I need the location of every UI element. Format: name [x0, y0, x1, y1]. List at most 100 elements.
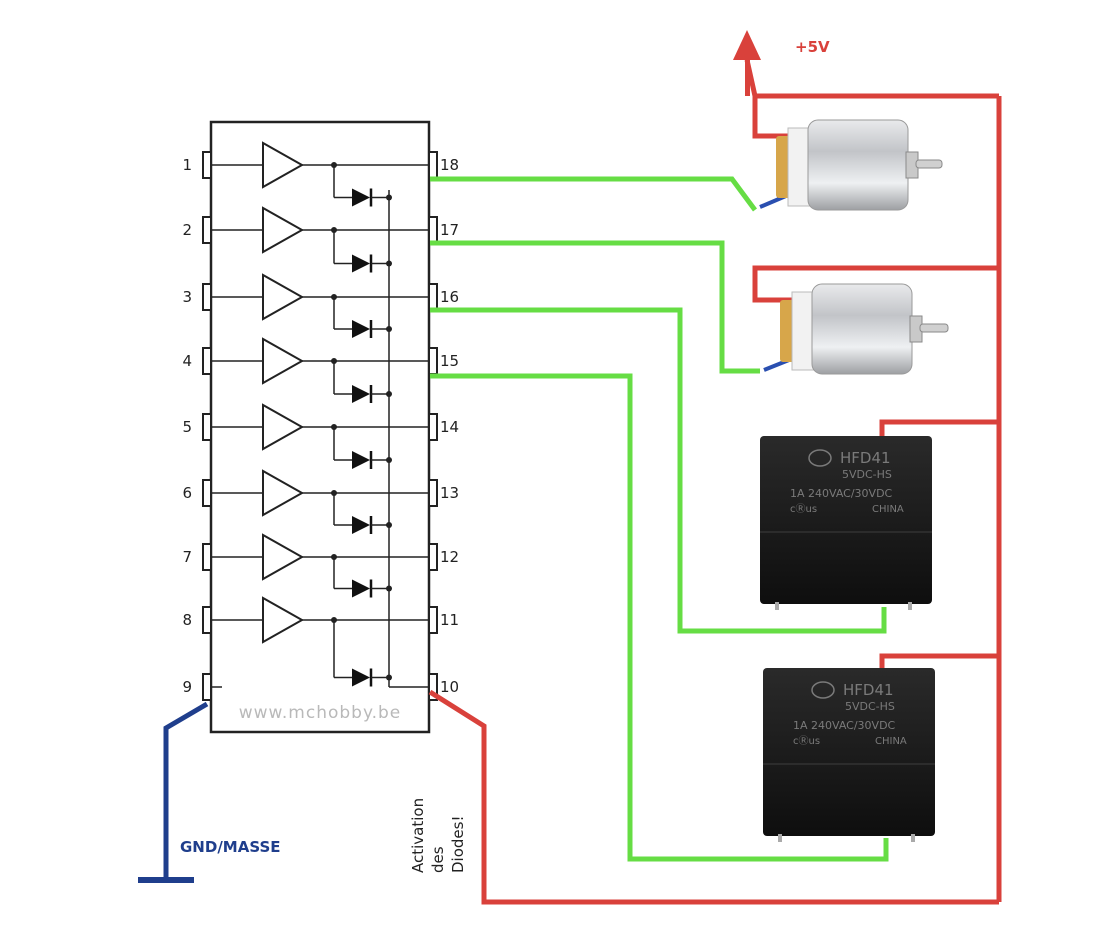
signal-wiring: [430, 176, 889, 862]
relay1-logo-icon: [808, 449, 832, 467]
ic-pin-label-right: 11: [440, 611, 459, 629]
activation-line-2: des: [429, 846, 447, 873]
ic-pin-right-12: [428, 543, 438, 571]
relay1-cert: cⓇus: [790, 503, 817, 515]
relay2-cert: cⓇus: [793, 735, 820, 747]
vcc-arrow-stem: [745, 56, 750, 96]
ic-pin-left-7: [202, 543, 212, 571]
out15-to-relay2: [430, 373, 889, 862]
buffer-gate-icon: [262, 206, 305, 254]
ic-pin-label-right: 18: [440, 156, 459, 174]
diode-icon: [352, 579, 370, 598]
ic-pin-left-4: [202, 347, 212, 375]
ic-left-pins: 1 2 3 4 5 6 7 8 9: [182, 151, 212, 701]
ic-pin-left-2: [202, 216, 212, 244]
ic-pin-right-15: [428, 347, 438, 375]
relay1-body-icon: [760, 436, 932, 604]
vcc-label: +5V: [795, 38, 830, 56]
relay1-origin: CHINA: [872, 504, 904, 515]
relay1-rating: 1A 240VAC/30VDC: [790, 487, 893, 500]
ic-pin-label-right: 14: [440, 418, 459, 436]
out18-to-motor1: [430, 176, 758, 212]
buffer-gate-icon: [262, 533, 305, 581]
buffer-gate-icon: [262, 273, 305, 321]
ic-pin-label-left: 6: [182, 484, 192, 502]
motor2-bracket-icon: [791, 291, 815, 371]
ic-pin-left-5: [202, 413, 212, 441]
ic-pin-left-6: [202, 479, 212, 507]
relay2-model: 5VDC-HS: [845, 700, 895, 713]
relay1-model: 5VDC-HS: [842, 468, 892, 481]
ic-pin-left-8: [202, 606, 212, 634]
diode-activation-wire: [428, 689, 999, 905]
motor1-can-icon: [807, 119, 909, 211]
ic-pin-label-left: 3: [182, 288, 192, 306]
buffer-gate-icon: [262, 469, 305, 517]
relay2-brand: HFD41: [843, 681, 894, 699]
ic-pin-right-18: [428, 151, 438, 179]
relay2-logo-icon: [811, 681, 835, 699]
ic-pin-label-right: 12: [440, 548, 459, 566]
ic-pin-label-left: 9: [182, 678, 192, 696]
ic-pin-right-16: [428, 283, 438, 311]
ic-internal-gates: [211, 141, 429, 688]
ic-pin-label-right: 10: [440, 678, 459, 696]
activation-label: Activation des Diodes!: [409, 798, 467, 873]
ic-pin-right-17: [428, 216, 438, 244]
vcc-top-feed: [744, 59, 999, 99]
activation-line-3: Diodes!: [449, 816, 467, 873]
ic-right-pins: 18 17 16 15 14 13 12 11 10: [428, 151, 459, 701]
ic-pin-left-1: [202, 151, 212, 179]
ic-pin-right-14: [428, 413, 438, 441]
ground-label: GND/MASSE: [180, 838, 281, 856]
diode-icon: [352, 188, 370, 207]
relay1-brand: HFD41: [840, 449, 891, 467]
relay2-body-icon: [763, 668, 935, 836]
motor1-bracket-icon: [787, 127, 811, 207]
ic-pin-label-right: 13: [440, 484, 459, 502]
buffer-gate-icon: [262, 596, 305, 644]
vcc-motor2-lead: [752, 265, 999, 303]
vcc-relay2-lead: [879, 653, 999, 671]
ic-pin-left-3: [202, 283, 212, 311]
vcc-relay1-lead: [879, 419, 999, 438]
relay-2: HFD41 5VDC-HS 1A 240VAC/30VDC cⓇus CHINA: [763, 668, 935, 842]
ic-pin-label-left: 2: [182, 221, 192, 239]
vcc-arrow-icon: [733, 30, 761, 60]
motor1-shaft-icon: [915, 159, 943, 169]
ic-pin-label-left: 4: [182, 352, 192, 370]
buffer-gate-icon: [262, 403, 305, 451]
relay2-origin: CHINA: [875, 736, 907, 747]
relay-1: HFD41 5VDC-HS 1A 240VAC/30VDC cⓇus CHINA: [760, 436, 932, 610]
ic-pin-label-left: 1: [182, 156, 192, 174]
out17-to-motor2: [430, 240, 760, 374]
ic-pin-label-left: 8: [182, 611, 192, 629]
diode-icon: [352, 254, 370, 273]
ic-pin-right-13: [428, 479, 438, 507]
ic-pin-left-9: [202, 673, 212, 701]
ic-pin-label-right: 16: [440, 288, 459, 306]
diode-icon: [352, 516, 370, 534]
motor2-shaft-icon: [919, 323, 949, 333]
ic-pin-label-right: 17: [440, 221, 459, 239]
buffer-gate-icon: [262, 141, 305, 189]
diode-icon: [352, 451, 370, 469]
ground-wiring: [138, 701, 209, 883]
ic-pin-label-left: 7: [182, 548, 192, 566]
dc-motor-2: [763, 283, 949, 375]
ground-wire: [163, 701, 209, 880]
ic-pin-label-right: 15: [440, 352, 459, 370]
activation-line-1: Activation: [409, 798, 427, 873]
out16-to-relay1: [430, 307, 887, 634]
buffer-gate-icon: [262, 337, 305, 385]
dc-motor-1: [759, 119, 943, 211]
motor2-can-icon: [811, 283, 913, 375]
diode-icon: [352, 320, 370, 338]
diode-icon: [352, 385, 370, 403]
diode-icon: [352, 668, 370, 687]
ic-watermark: www.mchobby.be: [239, 703, 402, 723]
relay2-rating: 1A 240VAC/30VDC: [793, 719, 896, 732]
ic-pin-label-left: 5: [182, 418, 192, 436]
